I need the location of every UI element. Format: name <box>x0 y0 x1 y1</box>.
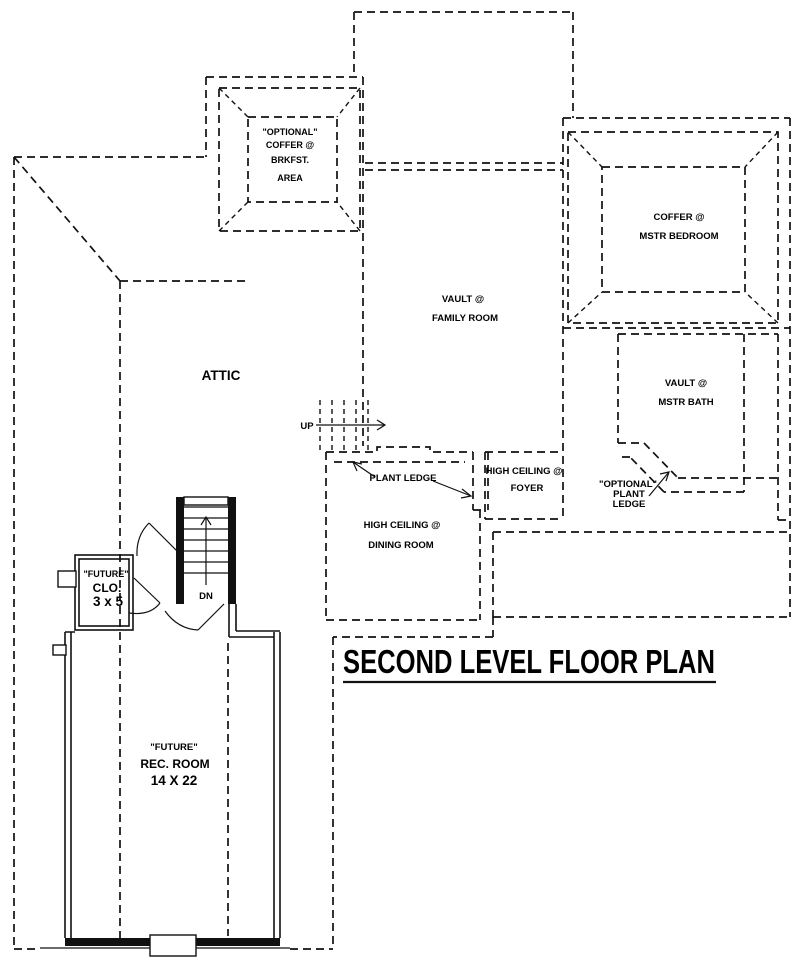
closet-label-line1: "FUTURE" <box>83 569 128 579</box>
breakfast-label-line4: AREA <box>277 173 303 183</box>
rec-room-label-line3: 14 X 22 <box>151 773 198 788</box>
title-block: SECOND LEVEL FLOOR PLAN <box>343 643 716 684</box>
foyer-label-line1: HIGH CEILING @ <box>486 466 563 477</box>
doors <box>128 522 225 631</box>
stair-wall-left <box>176 497 184 604</box>
master-bedroom-label-line2: MSTR BEDROOM <box>639 231 718 242</box>
attic-boundary <box>13 156 333 950</box>
master-bedroom-label-line1: COFFER @ <box>654 212 705 223</box>
future-closet <box>57 554 134 631</box>
arrowhead <box>376 419 387 431</box>
family-room-label-line1: VAULT @ <box>442 294 484 305</box>
optional-plant-ledge-arrow <box>648 471 670 497</box>
family-room-boundary <box>353 11 574 446</box>
stair-door-swing <box>164 610 199 631</box>
dn-label: DN <box>199 591 213 602</box>
plant-ledge-arrow-left <box>352 461 376 478</box>
arrowhead <box>460 488 473 499</box>
dining-room-boundary <box>325 446 489 621</box>
closet-door-leaf <box>133 577 161 604</box>
optional-plant-ledge-label-line3: LEDGE <box>613 499 646 510</box>
master-bath-label-line2: MSTR BATH <box>658 397 713 408</box>
rec-room-label-line1: "FUTURE" <box>150 742 198 753</box>
stair-door-leaf <box>197 603 225 631</box>
closet-label-line3: 3 x 5 <box>93 594 124 609</box>
stairs-down <box>176 496 236 604</box>
optional-plant-ledge-label-line2: PLANT <box>613 489 645 500</box>
high-ceiling-band <box>332 531 790 949</box>
stair-wall-right <box>228 497 236 604</box>
breakfast-coffer <box>205 76 363 232</box>
page-title: SECOND LEVEL FLOOR PLAN <box>343 643 715 680</box>
stair-landing-cap <box>183 496 229 506</box>
plant-ledge-arrow-right <box>432 480 472 497</box>
coffer-corner-diagonals <box>218 87 361 232</box>
closet-wall-inner <box>78 558 130 627</box>
attic-label: ATTIC <box>202 368 241 383</box>
wall-notch <box>52 644 67 656</box>
arrowhead <box>200 515 212 526</box>
labels: "OPTIONAL" COFFER @ BRKFST. AREA COFFER … <box>83 127 718 788</box>
closet-window <box>57 570 77 588</box>
arrowhead <box>659 471 670 482</box>
hall-door-leaf <box>148 522 180 554</box>
coffer-corner-diagonals <box>567 131 779 324</box>
dining-room-label-line2: DINING ROOM <box>368 540 434 551</box>
stairs-up <box>316 400 387 450</box>
up-label: UP <box>300 421 314 432</box>
master-bedroom-coffer <box>562 117 791 617</box>
closet-wall-outer <box>74 554 134 631</box>
rec-room-label-line2: REC. ROOM <box>140 757 209 771</box>
optional-plant-ledge-label-line1: "OPTIONAL" <box>599 479 657 490</box>
breakfast-label-line2: COFFER @ <box>266 140 314 150</box>
plant-ledge-label: PLANT LEDGE <box>369 473 436 484</box>
foyer-boundary <box>484 451 563 520</box>
foyer-label-line2: FOYER <box>511 483 544 494</box>
master-bath-label-line1: VAULT @ <box>665 378 707 389</box>
hall-door-swing <box>136 522 150 557</box>
breakfast-label-line3: BRKFST. <box>271 155 309 165</box>
closet-label-line2: CLO. <box>93 581 122 595</box>
future-rec-room <box>40 604 290 957</box>
rec-room-walls <box>64 604 281 938</box>
dining-room-label-line1: HIGH CEILING @ <box>364 520 441 531</box>
master-bath-boundary <box>617 333 790 521</box>
family-room-label-line2: FAMILY ROOM <box>432 313 498 324</box>
breakfast-label-line1: "OPTIONAL" <box>262 127 317 137</box>
arrowhead <box>351 461 363 472</box>
fireplace <box>149 934 197 957</box>
